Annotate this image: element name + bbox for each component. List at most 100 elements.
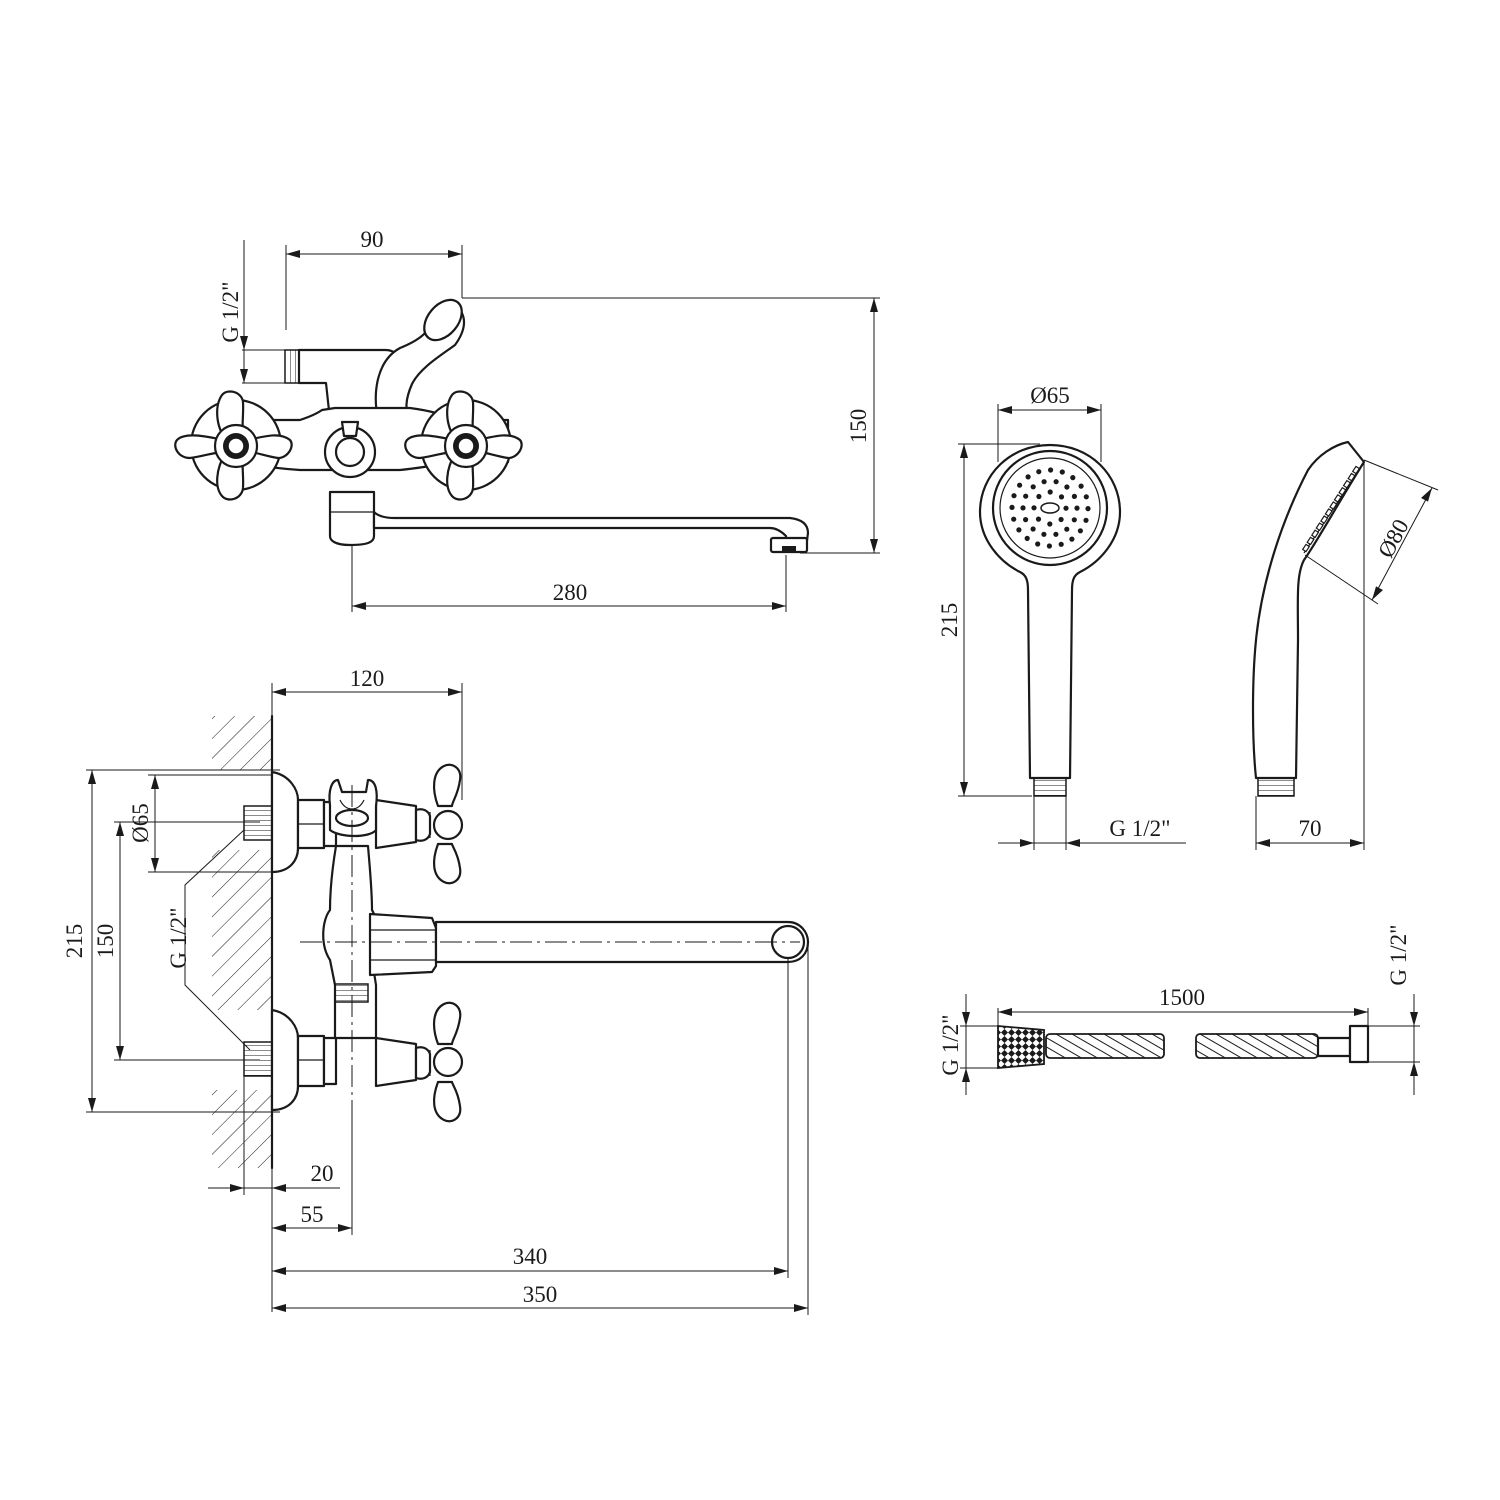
spray-nozzle — [1024, 535, 1030, 542]
side-nozzle — [1338, 486, 1347, 496]
spray-nozzle — [1025, 474, 1031, 480]
spray-nozzle — [1048, 467, 1054, 473]
shower-side-thread — [1257, 777, 1295, 797]
hose-right-thread-dim: G 1/2" — [1368, 924, 1420, 1095]
shower-spray-nozzles — [1009, 467, 1091, 549]
side-dim-120-label: 120 — [350, 666, 385, 691]
front-thread-label: G 1/2" — [218, 281, 243, 342]
spray-nozzle — [1074, 505, 1080, 511]
spray-nozzle — [1030, 526, 1036, 532]
hose-right-thread-label: G 1/2" — [1386, 924, 1411, 985]
shower-thread-dim: G 1/2" — [998, 796, 1186, 850]
spray-nozzle — [1009, 504, 1015, 510]
side-dim-120: 120 — [271, 666, 463, 800]
shower-dim-d65: Ø65 — [997, 383, 1102, 462]
spray-nozzle — [1041, 531, 1047, 537]
hose-left-thread-label: G 1/2" — [938, 1014, 963, 1075]
spray-nozzle — [1035, 516, 1042, 522]
side-dim-150: 150 — [93, 821, 260, 1061]
side-dim-55: 55 — [272, 1100, 353, 1235]
spray-nozzle — [1063, 505, 1069, 511]
spray-nozzle — [1023, 517, 1029, 523]
hose-view: 1500 G 1/2" G 1/2" — [938, 924, 1420, 1095]
shower-dim-215: 215 — [937, 443, 1040, 797]
side-dim-55-label: 55 — [301, 1202, 324, 1227]
front-thread-dim: G 1/2" — [218, 240, 290, 384]
front-center-tab — [340, 420, 360, 438]
side-view: 120 215 150 Ø65 — [62, 666, 810, 1315]
shower-center-logo — [1040, 502, 1060, 514]
hose-right-nut — [1316, 1036, 1352, 1058]
shower-head-body — [978, 443, 1122, 780]
spray-nozzle — [1071, 493, 1077, 499]
front-dim-280-label: 280 — [553, 580, 588, 605]
spray-nozzle — [1011, 516, 1017, 522]
shower-dim-70-label: 70 — [1299, 816, 1322, 841]
side-nozzle — [1315, 522, 1324, 532]
spray-nozzle — [1047, 521, 1053, 527]
front-left-cross-handle — [174, 390, 293, 501]
shower-dim-d80-label: Ø80 — [1373, 515, 1414, 562]
spray-nozzle — [1083, 517, 1089, 523]
spray-nozzle — [1058, 516, 1064, 523]
spray-nozzle — [1083, 494, 1089, 500]
spray-nozzle — [1053, 531, 1059, 537]
shower-side-nozzles — [1301, 465, 1361, 553]
spray-nozzle — [1023, 493, 1029, 499]
spray-nozzle — [1031, 505, 1037, 511]
front-right-cross-handle — [404, 390, 523, 501]
shower-dim-215-label: 215 — [937, 603, 962, 638]
side-dim-340: 340 — [272, 958, 789, 1278]
spray-nozzle — [1030, 484, 1036, 490]
shower-dim-d65-label: Ø65 — [1030, 383, 1070, 408]
spray-nozzle — [1058, 541, 1064, 547]
side-lower-fitting — [243, 1001, 464, 1123]
front-dim-90-label: 90 — [361, 227, 384, 252]
side-dim-215-label: 215 — [62, 924, 87, 959]
side-upper-fitting — [243, 763, 464, 885]
spray-nozzle — [1011, 493, 1017, 499]
shower-head-front: Ø65 215 G 1/2" — [937, 383, 1186, 850]
spray-nozzle — [1020, 505, 1026, 511]
spray-nozzle — [1078, 483, 1084, 489]
spray-nozzle — [1047, 489, 1053, 495]
side-dim-340-label: 340 — [513, 1244, 548, 1269]
side-thread-label: G 1/2" — [166, 907, 191, 968]
side-diverter-knob — [328, 778, 378, 838]
front-view: 90 G 1/2" 150 280 — [174, 227, 880, 612]
front-dim-150-label: 150 — [846, 409, 871, 444]
side-dim-20: 20 — [208, 1076, 340, 1312]
spray-nozzle — [1059, 469, 1065, 475]
hose-dim-1500: 1500 — [997, 985, 1369, 1026]
side-nozzle — [1301, 543, 1311, 553]
spray-nozzle — [1069, 536, 1075, 542]
spray-nozzle — [1070, 475, 1076, 481]
shower-spray-face — [991, 449, 1109, 567]
spray-nozzle — [1064, 526, 1070, 532]
hose-left-thread-dim: G 1/2" — [938, 994, 1000, 1095]
shower-side-body — [1251, 440, 1366, 780]
side-nozzle — [1351, 465, 1361, 475]
spray-nozzle — [1064, 484, 1070, 490]
front-lever-knob — [423, 298, 463, 342]
side-dim-215: 215 — [62, 769, 280, 1113]
spray-nozzle — [1071, 517, 1077, 523]
side-nozzle — [1324, 508, 1333, 517]
side-dim-d65-label: Ø65 — [128, 803, 153, 843]
front-center-cap-inner — [334, 436, 366, 468]
front-dim-280: 280 — [351, 540, 787, 612]
side-nozzle — [1310, 529, 1320, 539]
side-dim-350: 350 — [272, 945, 809, 1315]
spray-nozzle — [1041, 479, 1047, 485]
hose-dim-1500-label: 1500 — [1159, 985, 1205, 1010]
hose-right-ferrule — [1348, 1024, 1370, 1064]
spray-nozzle — [1085, 506, 1091, 512]
spray-nozzle — [1017, 482, 1023, 488]
side-dim-d65: Ø65 — [128, 774, 276, 873]
hose-left-cone — [997, 1025, 1045, 1069]
side-nozzle — [1342, 479, 1352, 489]
spray-nozzle — [1036, 493, 1042, 500]
front-spout-base — [328, 490, 376, 547]
spray-nozzle — [1046, 543, 1052, 549]
